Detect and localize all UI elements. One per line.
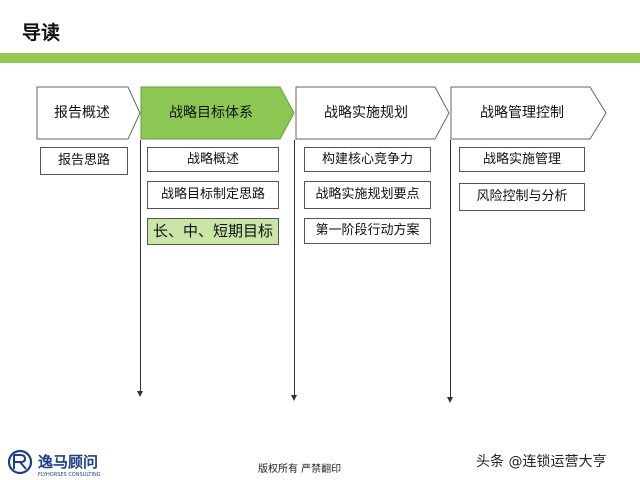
stage-chevron-3 — [295, 86, 450, 140]
topic-box-term-goals: 长、中、短期目标 — [147, 218, 279, 245]
topic-box-goal-setting: 战略目标制定思路 — [147, 181, 279, 209]
page-title: 导读 — [22, 22, 61, 44]
stage-label-4: 战略管理控制 — [480, 105, 564, 121]
title-underline-bar — [0, 53, 640, 63]
down-arrow-icon — [291, 395, 297, 401]
topic-box-report-approach: 报告思路 — [40, 147, 128, 175]
stage-label-3: 战略实施规划 — [324, 105, 408, 121]
copyright-notice: 版权所有 严禁翻印 — [258, 464, 342, 475]
stage-chevron-4 — [450, 86, 607, 140]
column-divider-line-2 — [294, 140, 295, 396]
topic-box-phase-one-plan: 第一阶段行动方案 — [304, 218, 431, 244]
column-divider-line-1 — [140, 140, 141, 392]
down-arrow-icon — [447, 397, 453, 403]
company-logo: 逸马顾问 FLYHORSES CONSULTING — [8, 449, 101, 478]
topic-box-strategy-overview: 战略概述 — [147, 147, 279, 172]
svg-text:FLYHORSES CONSULTING: FLYHORSES CONSULTING — [38, 472, 101, 478]
topic-box-core-competence: 构建核心竞争力 — [304, 147, 431, 172]
watermark-text: 头条 @连锁运营大亨 — [476, 454, 607, 470]
stage-label-1: 报告概述 — [54, 105, 110, 121]
topic-box-planning-points: 战略实施规划要点 — [304, 181, 431, 209]
column-divider-line-3 — [450, 140, 451, 398]
stage-chevron-1 — [36, 86, 141, 140]
svg-text:逸马顾问: 逸马顾问 — [38, 453, 98, 471]
down-arrow-icon — [137, 391, 143, 397]
topic-box-implementation-mgmt: 战略实施管理 — [459, 147, 585, 172]
stage-label-2: 战略目标体系 — [169, 105, 253, 121]
topic-box-risk-control: 风险控制与分析 — [459, 183, 585, 211]
stage-chevron-2 — [140, 86, 295, 140]
